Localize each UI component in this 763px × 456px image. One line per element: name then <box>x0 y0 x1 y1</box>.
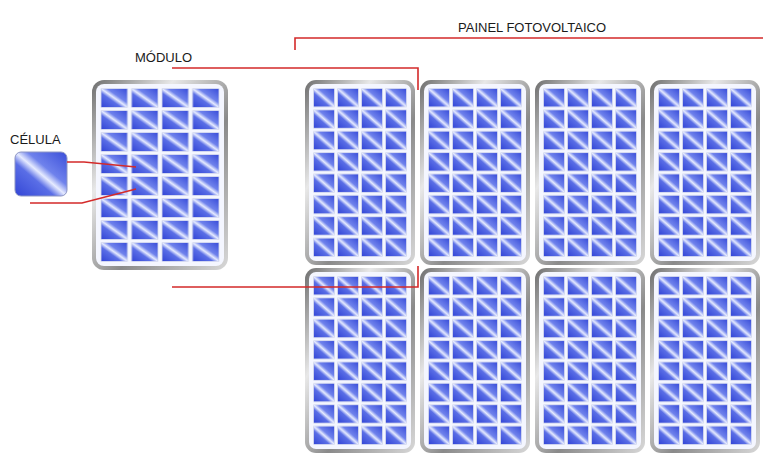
cell <box>15 152 67 196</box>
panel <box>305 80 760 453</box>
part-label: CÉLULA <box>10 132 61 147</box>
leader-lines <box>30 38 763 287</box>
part-label: MÓDULO <box>135 50 192 65</box>
module <box>92 80 228 270</box>
part-label: PAINEL FOTOVOLTAICO <box>458 20 606 35</box>
